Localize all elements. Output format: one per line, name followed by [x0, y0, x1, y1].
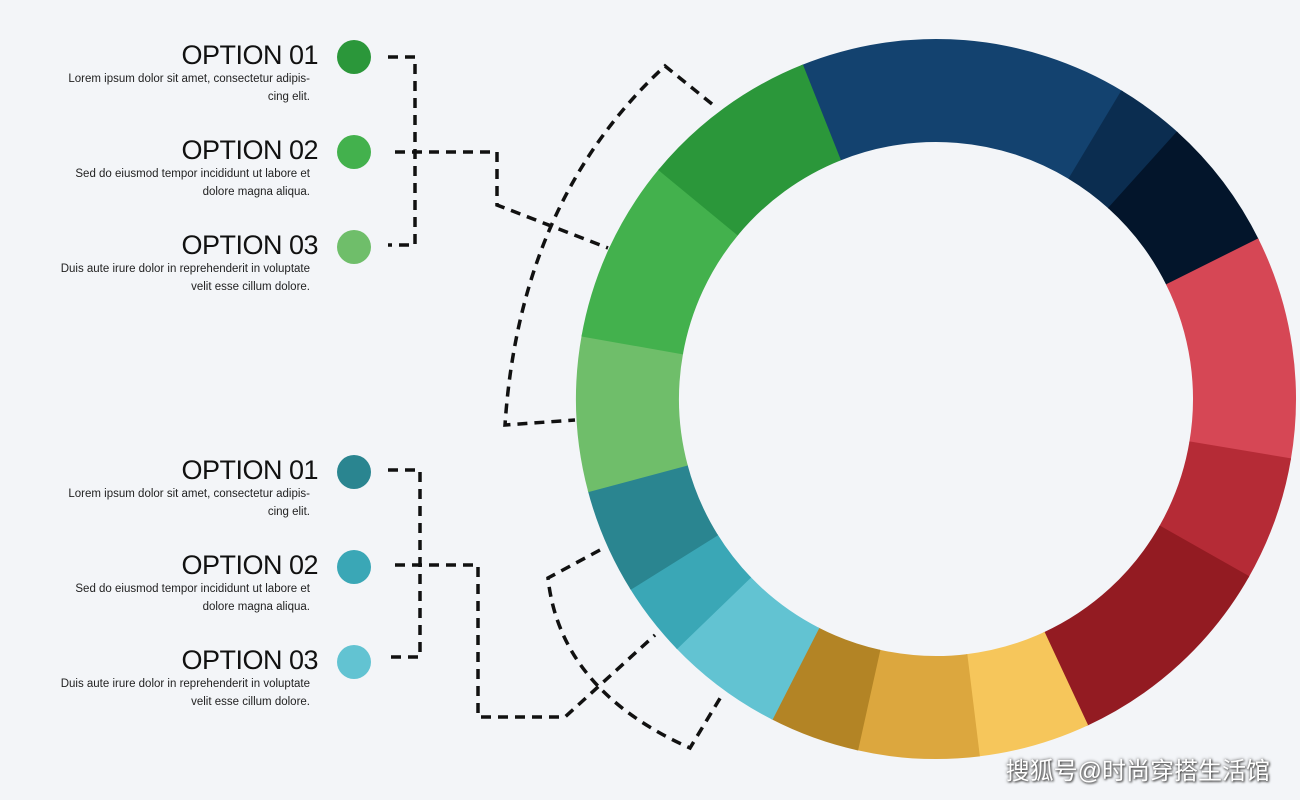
connector-top-arc: [503, 63, 714, 427]
option-block: OPTION 02 Sed do eiusmod tempor incididu…: [0, 135, 318, 201]
ring-segment: [575, 334, 688, 493]
ring-segment: [856, 649, 980, 759]
watermark: 搜狐号@时尚穿搭生活馆: [1005, 758, 1270, 785]
option-block: OPTION 02 Sed do eiusmod tempor incididu…: [0, 550, 318, 616]
ring-segment: [1068, 90, 1179, 209]
option-description: Sed do eiusmod tempor incididunt ut labo…: [75, 168, 310, 198]
option-title: OPTION 01: [181, 455, 318, 485]
ring-segment: [1043, 525, 1250, 727]
ring-segment: [581, 168, 739, 355]
option-block: OPTION 03 Duis aute irure dolor in repre…: [0, 645, 319, 711]
ring-segment: [1159, 441, 1292, 578]
option-color-dot: [337, 550, 371, 584]
ring-segment: [770, 627, 881, 751]
color-ring: [575, 38, 1296, 759]
option-color-dot: [337, 645, 371, 679]
option-block: OPTION 03 Duis aute irure dolor in repre…: [0, 230, 319, 296]
option-title: OPTION 01: [181, 40, 318, 70]
option-block: OPTION 01 Lorem ipsum dolor sit amet, co…: [0, 40, 318, 106]
ring-segment: [965, 631, 1089, 757]
ring-segment: [587, 464, 719, 590]
ring-segment: [658, 64, 841, 236]
option-color-dot: [337, 230, 371, 264]
ring-segment: [675, 576, 820, 720]
option-color-dot: [337, 455, 371, 489]
option-color-dot: [337, 40, 371, 74]
option-description: Duis aute irure dolor in reprehenderit i…: [60, 263, 310, 293]
dashed-connectors: [388, 55, 724, 751]
option-title: OPTION 03: [181, 230, 318, 260]
option-description: Lorem ipsum dolor sit amet, consectetur …: [68, 73, 310, 103]
option-title: OPTION 02: [181, 135, 318, 165]
option-description: Duis aute irure dolor in reprehenderit i…: [60, 678, 310, 708]
connector-top-link: [395, 150, 609, 250]
option-block: OPTION 01 Lorem ipsum dolor sit amet, co…: [0, 455, 318, 521]
option-description: Lorem ipsum dolor sit amet, consectetur …: [68, 488, 310, 518]
ring-segment: [1107, 131, 1260, 286]
ring-segment: [1165, 238, 1296, 461]
option-description: Sed do eiusmod tempor incididunt ut labo…: [75, 583, 310, 613]
connector-bottom-arc: [546, 548, 724, 751]
option-title: OPTION 03: [181, 645, 318, 675]
ring-segment: [629, 534, 752, 650]
connector-bottom-link: [395, 563, 657, 719]
ring-segment: [801, 38, 1124, 180]
option-title: OPTION 02: [181, 550, 318, 580]
option-color-dot: [337, 135, 371, 169]
